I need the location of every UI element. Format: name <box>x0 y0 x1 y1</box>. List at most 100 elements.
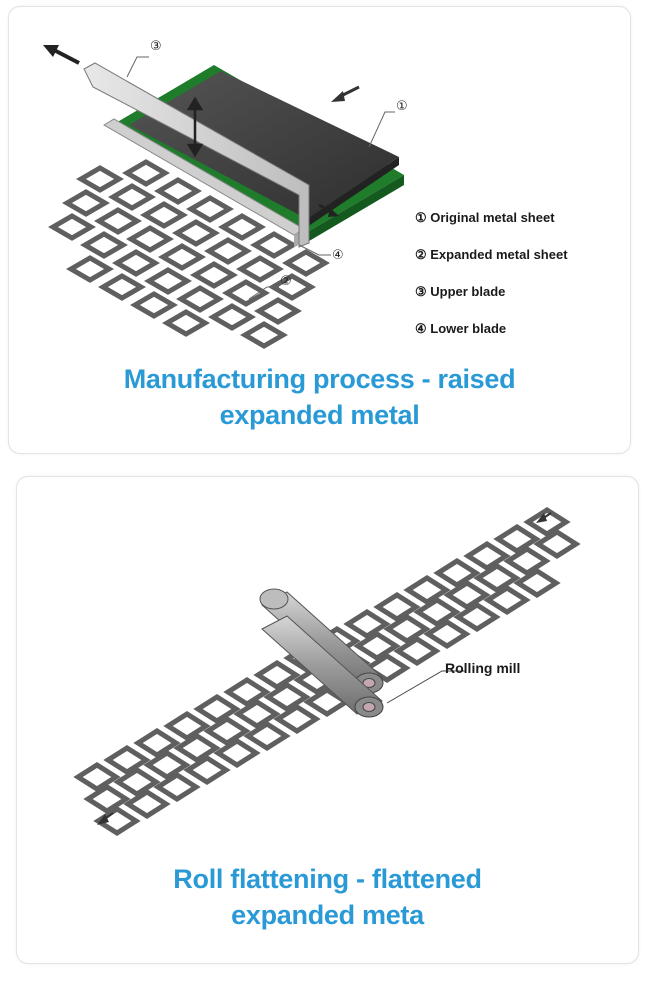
mesh-cell <box>373 592 421 622</box>
mesh-cell <box>423 619 471 649</box>
mesh-cell <box>383 614 431 644</box>
mesh-cell <box>173 733 221 763</box>
mesh-cell <box>453 602 501 632</box>
caption-line: Manufacturing process - raised <box>123 364 516 394</box>
mesh-cell <box>213 738 261 768</box>
mesh-cell <box>513 568 561 598</box>
caption-line: Roll flattening - flattened <box>173 864 482 894</box>
mesh-cell <box>343 609 391 639</box>
mesh-cell <box>223 677 271 707</box>
mesh-cell <box>243 721 291 751</box>
manufacturing-process-panel: ③ ① ④ ② ① Original metal sheet ② Expande… <box>8 6 631 454</box>
mesh-cell <box>158 243 206 271</box>
mesh-cell <box>76 165 124 193</box>
mesh-cell <box>483 585 531 615</box>
mesh-cell <box>176 285 224 313</box>
mesh-cell <box>273 704 321 734</box>
caption-line: expanded meta <box>231 900 424 930</box>
mesh-cell <box>144 267 192 295</box>
mesh-cell <box>193 694 241 724</box>
mesh-cell <box>208 303 256 331</box>
feed-direction-arrow <box>331 85 360 102</box>
rolling-mill-illustration <box>73 507 581 836</box>
mesh-cell <box>130 291 178 319</box>
mesh-cell <box>183 755 231 785</box>
mesh-cell <box>203 716 251 746</box>
caption-line: expanded metal <box>219 400 420 430</box>
mesh-cell <box>163 711 211 741</box>
mesh-cell <box>493 524 541 554</box>
mesh-cell <box>108 183 156 211</box>
sheet-feed-arrow <box>318 203 339 217</box>
mesh-cell <box>112 249 160 277</box>
mesh-cell <box>126 225 174 253</box>
roll-flattening-panel: Rolling mill Roll flattening - flattened… <box>16 476 639 964</box>
mesh-cell <box>353 631 401 661</box>
mesh-cell <box>533 529 581 559</box>
mesh-cell <box>190 261 238 289</box>
callout-leaders <box>126 56 395 300</box>
rolling-mill-label: Rolling mill <box>445 660 521 676</box>
legend-item: ④ Lower blade <box>415 321 507 336</box>
mesh-cell <box>172 219 220 247</box>
mesh-cell <box>236 255 284 283</box>
caption: Roll flattening - flattened expanded met… <box>17 861 638 933</box>
legend-item: ③ Upper blade <box>415 284 506 299</box>
expanded-metal-mesh <box>48 159 330 349</box>
mesh-cell <box>473 563 521 593</box>
upper-blade <box>83 62 310 248</box>
mesh-cell <box>62 189 110 217</box>
mesh-cell <box>113 767 161 797</box>
mesh-cell <box>263 682 311 712</box>
output-direction-arrow <box>43 45 80 65</box>
mesh-cell <box>503 546 551 576</box>
mesh-cell <box>162 309 210 337</box>
mesh-cell <box>48 213 96 241</box>
mesh-cell <box>254 297 302 325</box>
mill-label-leader <box>386 670 465 704</box>
caption: Manufacturing process - raised expanded … <box>9 361 630 433</box>
mesh-cell <box>240 321 288 349</box>
mesh-cell <box>140 201 188 229</box>
mesh-cell <box>186 195 234 223</box>
blade-motion-arrow <box>186 96 204 158</box>
mesh-cell <box>73 762 121 792</box>
mesh-cell <box>204 237 252 265</box>
mesh-cell <box>80 231 128 259</box>
input-direction-arrow <box>536 512 552 523</box>
mesh-cell <box>523 507 571 537</box>
mesh-cell <box>93 806 141 836</box>
expanding-process-illustration: ③ ① ④ ② <box>43 39 408 349</box>
mesh-cell <box>123 789 171 819</box>
mesh-cell <box>268 273 316 301</box>
mesh-cell <box>122 159 170 187</box>
mesh-cell <box>143 750 191 780</box>
mesh-cell <box>443 580 491 610</box>
mesh-cell <box>393 636 441 666</box>
mesh-cell <box>282 249 330 277</box>
rolling-mill <box>259 588 384 718</box>
mesh-cell <box>83 784 131 814</box>
mesh-cell <box>103 745 151 775</box>
mesh-cell <box>218 213 266 241</box>
mesh-cell <box>153 772 201 802</box>
mesh-cell <box>66 255 114 283</box>
mesh-cell <box>133 728 181 758</box>
legend-item: ① Original metal sheet <box>415 210 555 225</box>
mesh-cell <box>253 660 301 690</box>
callout-lower-blade: ④ <box>332 248 344 263</box>
output-direction-arrow <box>97 812 114 825</box>
mesh-cell <box>154 177 202 205</box>
mesh-cell <box>94 207 142 235</box>
mesh-cell <box>233 699 281 729</box>
callout-expanded-sheet: ② <box>280 274 292 289</box>
mesh-cell <box>403 575 451 605</box>
mesh-cell <box>250 231 298 259</box>
legend-item: ② Expanded metal sheet <box>415 247 568 262</box>
mesh-cell <box>413 597 461 627</box>
callout-upper-blade: ③ <box>150 39 162 54</box>
callout-original-sheet: ① <box>396 99 408 114</box>
mesh-cell <box>463 541 511 571</box>
mesh-cell <box>222 279 270 307</box>
mesh-cell <box>433 558 481 588</box>
